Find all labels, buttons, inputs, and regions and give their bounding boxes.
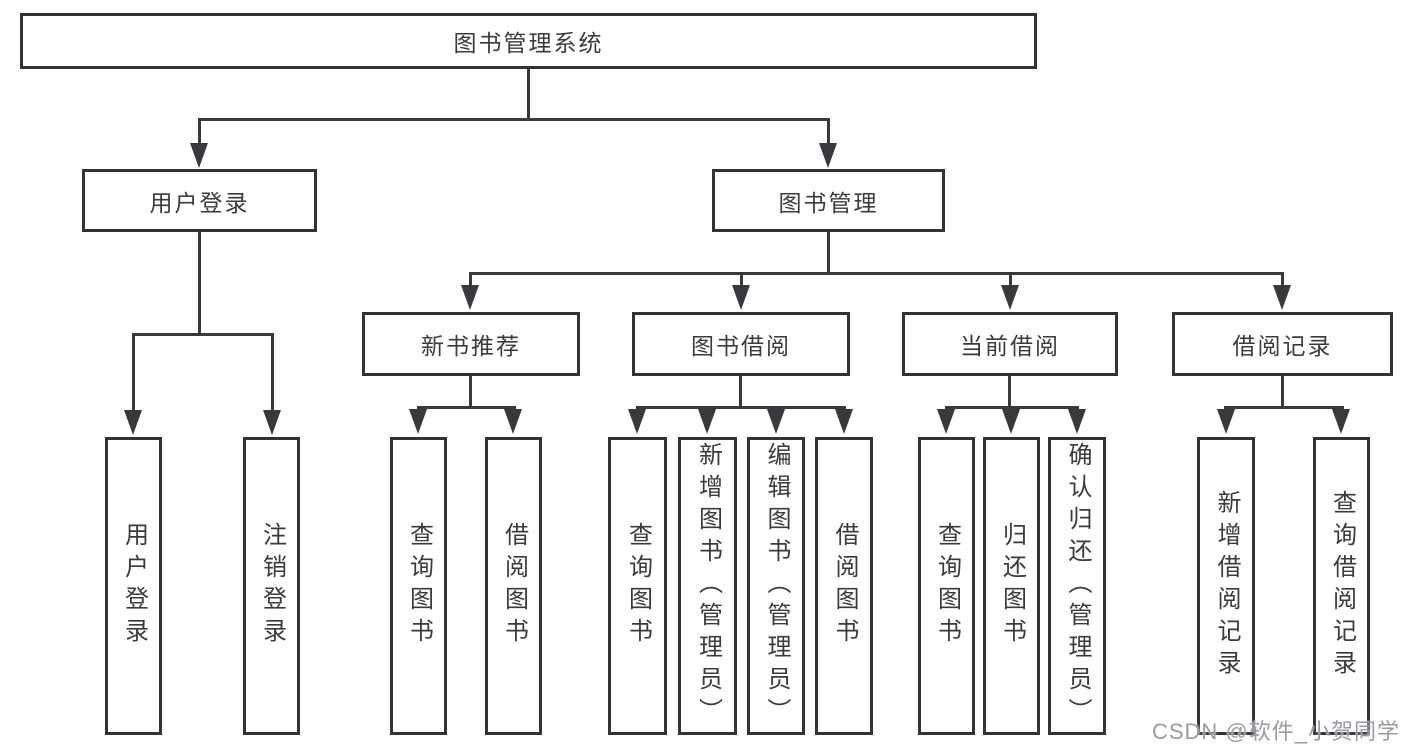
node-book-borrowing-label: 图书借阅 (691, 333, 791, 359)
arrow-down-icon (937, 409, 955, 434)
csdn-watermark: CSDN @软件_小贺同学 (1151, 719, 1400, 744)
node-book-borrowing: 图书借阅 (632, 312, 850, 376)
leaf-user-login: 用户登录 (105, 437, 162, 735)
connector-stem (132, 333, 135, 411)
arrow-down-icon (628, 409, 646, 434)
leaf-query-books-recommend-label: 查询图书 (405, 522, 433, 650)
leaf-borrow-books-recommend: 借阅图书 (485, 437, 542, 735)
connector-stem (827, 118, 830, 146)
arrow-down-icon (1002, 409, 1020, 434)
node-user-login-label: 用户登录 (149, 189, 250, 216)
connector-stem (739, 376, 742, 409)
node-new-book-recommend-label: 新书推荐 (421, 333, 521, 359)
arrow-down-icon (1273, 285, 1291, 310)
leaf-borrow-books-recommend-label: 借阅图书 (500, 522, 528, 650)
leaf-borrow-books: 借阅图书 (815, 437, 873, 735)
leaf-query-books-borrowing: 查询图书 (608, 437, 667, 735)
connector-stem (1009, 272, 1012, 287)
node-book-management-label: 图书管理 (778, 189, 879, 216)
leaf-add-borrow-record-label: 新增借阅记录 (1213, 490, 1240, 682)
node-root: 图书管理系统 (20, 13, 1037, 69)
connector-level2-rail (469, 272, 1284, 275)
leaf-query-books-borrowing-label: 查询图书 (624, 522, 652, 650)
arrow-down-icon (767, 409, 785, 434)
leaf-query-books-recommend: 查询图书 (390, 437, 447, 735)
connector-rail (945, 406, 1079, 409)
connector-stem (198, 118, 201, 146)
leaf-user-login-label: 用户登录 (120, 522, 148, 650)
node-book-management: 图书管理 (712, 169, 945, 232)
connector-stem (271, 333, 274, 411)
node-root-label: 图书管理系统 (453, 30, 604, 56)
arrow-down-icon (1001, 285, 1019, 310)
arrow-down-icon (698, 409, 716, 434)
arrow-down-icon (190, 143, 208, 168)
connector-stem (1008, 376, 1011, 409)
arrow-down-icon (409, 409, 427, 434)
connector-stem (198, 232, 201, 336)
connector-rail (636, 406, 846, 409)
leaf-add-books-admin-label: 新增图书（管理员） (694, 442, 722, 730)
leaf-confirm-return-admin-label: 确认归还（管理员） (1064, 442, 1091, 730)
node-new-book-recommend: 新书推荐 (362, 312, 580, 376)
leaf-query-books-current-label: 查询图书 (933, 522, 961, 650)
connector-stem (827, 232, 830, 275)
arrow-down-icon (819, 143, 837, 168)
connector-stem (1281, 376, 1284, 409)
arrow-down-icon (1068, 409, 1086, 434)
arrow-down-icon (263, 410, 281, 435)
node-borrowing-records-label: 借阅记录 (1232, 333, 1333, 359)
connector-stem (740, 272, 743, 287)
connector-stem (1281, 272, 1284, 287)
connector-rail (132, 333, 274, 336)
arrow-down-icon (1332, 409, 1350, 434)
leaf-logout-label: 注销登录 (258, 522, 286, 650)
arrow-down-icon (1217, 409, 1235, 434)
node-user-login: 用户登录 (82, 169, 317, 232)
leaf-edit-books-admin-label: 编辑图书（管理员） (763, 442, 790, 730)
connector-level1-rail (198, 118, 830, 121)
leaf-borrow-books-label: 借阅图书 (831, 522, 858, 650)
connector-rail (417, 406, 516, 409)
leaf-return-books-label: 归还图书 (998, 522, 1026, 650)
leaf-confirm-return-admin: 确认归还（管理员） (1048, 437, 1106, 735)
leaf-query-books-current: 查询图书 (918, 437, 975, 735)
arrow-down-icon (504, 409, 522, 434)
leaf-return-books: 归还图书 (983, 437, 1040, 735)
arrow-down-icon (461, 285, 479, 310)
connector-root-trunk (527, 69, 530, 121)
node-current-borrowing: 当前借阅 (902, 312, 1118, 376)
leaf-add-borrow-record: 新增借阅记录 (1197, 437, 1255, 735)
leaf-add-books-admin: 新增图书（管理员） (678, 437, 737, 735)
arrow-down-icon (124, 410, 142, 435)
leaf-logout: 注销登录 (243, 437, 300, 735)
arrow-down-icon (732, 285, 750, 310)
leaf-query-borrow-record: 查询借阅记录 (1313, 437, 1370, 735)
node-borrowing-records: 借阅记录 (1172, 312, 1393, 376)
connector-stem (469, 376, 472, 409)
connector-stem (469, 272, 472, 287)
leaf-query-borrow-record-label: 查询借阅记录 (1328, 490, 1356, 682)
leaf-edit-books-admin: 编辑图书（管理员） (747, 437, 805, 735)
node-current-borrowing-label: 当前借阅 (960, 333, 1060, 359)
connector-rail (1224, 406, 1344, 409)
arrow-down-icon (835, 409, 853, 434)
